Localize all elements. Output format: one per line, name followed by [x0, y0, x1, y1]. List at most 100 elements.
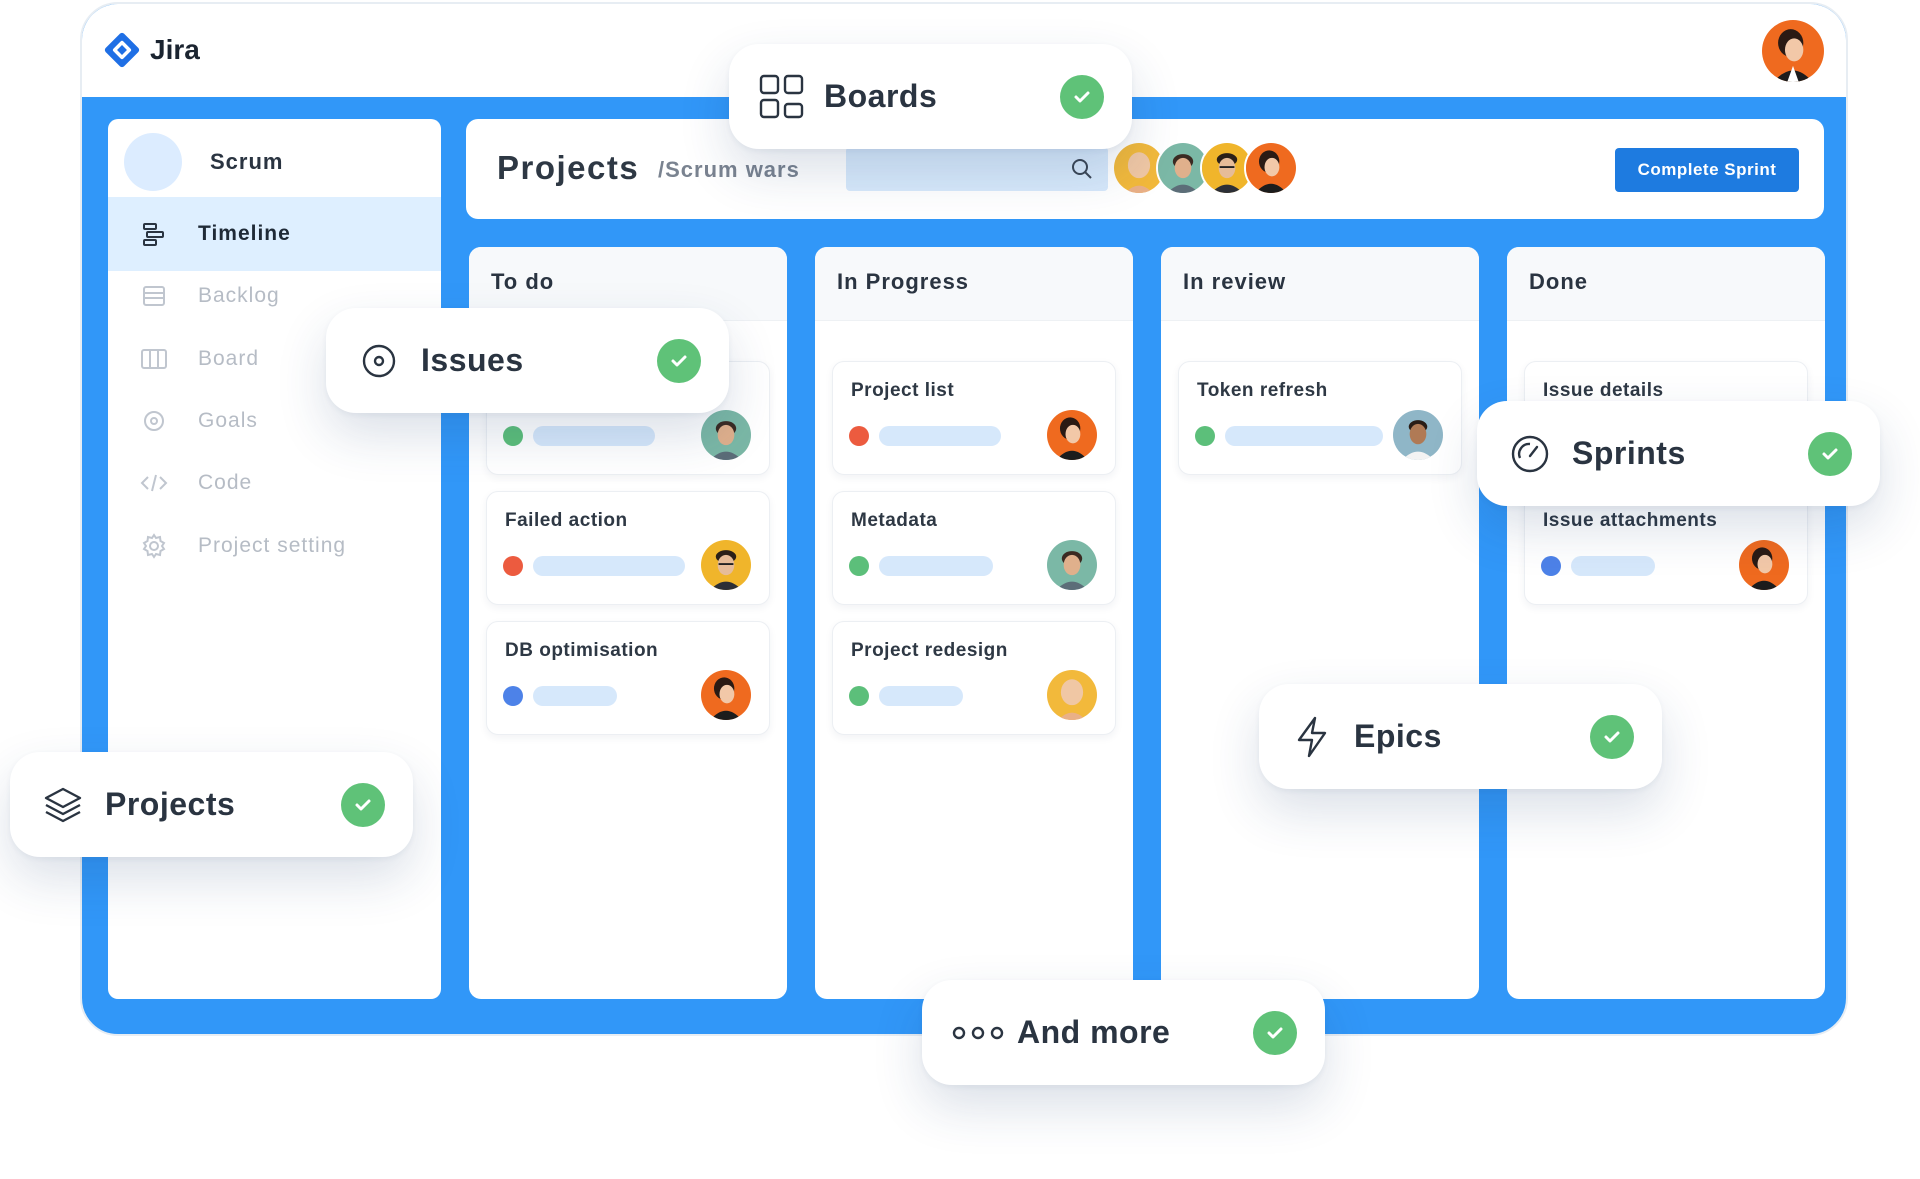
feature-badge-issues: Issues [326, 308, 729, 413]
progress-placeholder [533, 426, 655, 446]
board-icon [140, 345, 168, 373]
gear-icon [140, 532, 168, 560]
issue-card[interactable]: Failed action [486, 491, 770, 605]
lightning-icon [1289, 714, 1335, 760]
search-field[interactable] [846, 147, 1108, 191]
app-name: Jira [150, 34, 200, 65]
jira-logo[interactable]: Jira [102, 30, 200, 70]
sidebar-item-label: Backlog [198, 284, 280, 307]
check-icon [657, 339, 701, 383]
status-dot [503, 426, 523, 446]
issue-title: Project list [851, 380, 955, 401]
issue-card[interactable]: Token refresh [1178, 361, 1462, 475]
boards-icon [759, 74, 805, 120]
progress-placeholder [879, 426, 1001, 446]
check-icon [1808, 432, 1852, 476]
column-title: In review [1161, 247, 1479, 321]
breadcrumb[interactable]: /Scrum wars [658, 157, 800, 182]
sidebar-item-board[interactable]: Board [108, 322, 441, 396]
issue-card[interactable]: Project redesign [832, 621, 1116, 735]
avatar[interactable] [1244, 141, 1298, 195]
sidebar-item-project-setting[interactable]: Project setting [108, 509, 441, 583]
user-avatar[interactable] [1760, 18, 1826, 84]
badge-label: And more [1017, 1014, 1171, 1050]
issue-card[interactable]: Project list [832, 361, 1116, 475]
issue-title: Metadata [851, 510, 938, 531]
team-avatars[interactable] [1112, 141, 1298, 195]
workspace-header[interactable]: Scrum [124, 133, 283, 191]
feature-badge-and-more: And more [922, 980, 1325, 1085]
layers-icon [40, 782, 86, 828]
avatar[interactable] [1200, 141, 1254, 195]
sidebar: Scrum Timeline Backlog [108, 119, 441, 999]
issue-title: Issue details [1543, 380, 1664, 401]
badge-label: Issues [421, 342, 524, 378]
progress-placeholder [1225, 426, 1383, 446]
code-icon [140, 469, 168, 497]
more-icon [952, 1010, 1004, 1056]
issue-card[interactable]: Issue attachments [1524, 491, 1808, 605]
sidebar-item-goals[interactable]: Goals [108, 384, 441, 458]
sidebar-item-timeline[interactable]: Timeline [108, 197, 441, 271]
issue-title: Issue attachments [1543, 510, 1718, 531]
feature-badge-boards: Boards [729, 44, 1132, 149]
avatar[interactable] [1156, 141, 1210, 195]
status-dot [503, 686, 523, 706]
issue-title: DB optimisation [505, 640, 659, 661]
status-dot [849, 686, 869, 706]
assignee-avatar[interactable] [699, 668, 753, 722]
complete-sprint-button[interactable]: Complete Sprint [1615, 148, 1799, 192]
assignee-avatar[interactable] [1045, 408, 1099, 462]
sidebar-item-code[interactable]: Code [108, 446, 441, 520]
issue-title: Project redesign [851, 640, 1008, 661]
board-column-in-review: In review Token refresh [1161, 247, 1479, 999]
issue-card[interactable]: Metadata [832, 491, 1116, 605]
page-title: Projects [497, 149, 640, 186]
status-dot [503, 556, 523, 576]
speedometer-icon [1507, 431, 1553, 477]
status-dot [849, 426, 869, 446]
badge-label: Epics [1354, 718, 1442, 754]
board-column-in-progress: In Progress Project list Metadata Projec… [815, 247, 1133, 999]
badge-label: Projects [105, 786, 236, 822]
progress-placeholder [879, 686, 963, 706]
timeline-icon [140, 220, 168, 248]
assignee-avatar[interactable] [699, 538, 753, 592]
backlog-icon [140, 282, 168, 310]
assignee-avatar[interactable] [1045, 538, 1099, 592]
sidebar-item-label: Goals [198, 409, 258, 432]
search-icon[interactable] [1070, 157, 1094, 186]
feature-badge-projects: Projects [10, 752, 413, 857]
issue-title: Token refresh [1197, 380, 1328, 401]
sidebar-item-backlog[interactable]: Backlog [108, 259, 441, 333]
status-dot [1541, 556, 1561, 576]
assignee-avatar[interactable] [1045, 668, 1099, 722]
badge-label: Boards [824, 78, 938, 114]
assignee-avatar[interactable] [699, 408, 753, 462]
check-icon [1590, 715, 1634, 759]
workspace-avatar [124, 133, 182, 191]
column-title: Done [1507, 247, 1825, 321]
column-title: In Progress [815, 247, 1133, 321]
jira-logo-icon [104, 32, 140, 68]
check-icon [341, 783, 385, 827]
sidebar-item-label: Board [198, 347, 260, 370]
feature-badge-sprints: Sprints [1477, 401, 1880, 506]
issue-card[interactable]: DB optimisation [486, 621, 770, 735]
assignee-avatar[interactable] [1391, 408, 1445, 462]
workspace-name: Scrum [210, 149, 284, 174]
sidebar-item-label: Code [198, 471, 253, 494]
sidebar-item-label: Timeline [198, 222, 291, 245]
search-input[interactable] [846, 147, 1108, 191]
progress-placeholder [533, 556, 685, 576]
feature-badge-epics: Epics [1259, 684, 1662, 789]
check-icon [1060, 75, 1104, 119]
status-dot [1195, 426, 1215, 446]
progress-placeholder [533, 686, 617, 706]
assignee-avatar[interactable] [1737, 538, 1791, 592]
status-dot [849, 556, 869, 576]
issue-title: Failed action [505, 510, 628, 531]
goals-icon [140, 407, 168, 435]
progress-placeholder [879, 556, 993, 576]
board-column-done: Done Issue details Issue attachments [1507, 247, 1825, 999]
